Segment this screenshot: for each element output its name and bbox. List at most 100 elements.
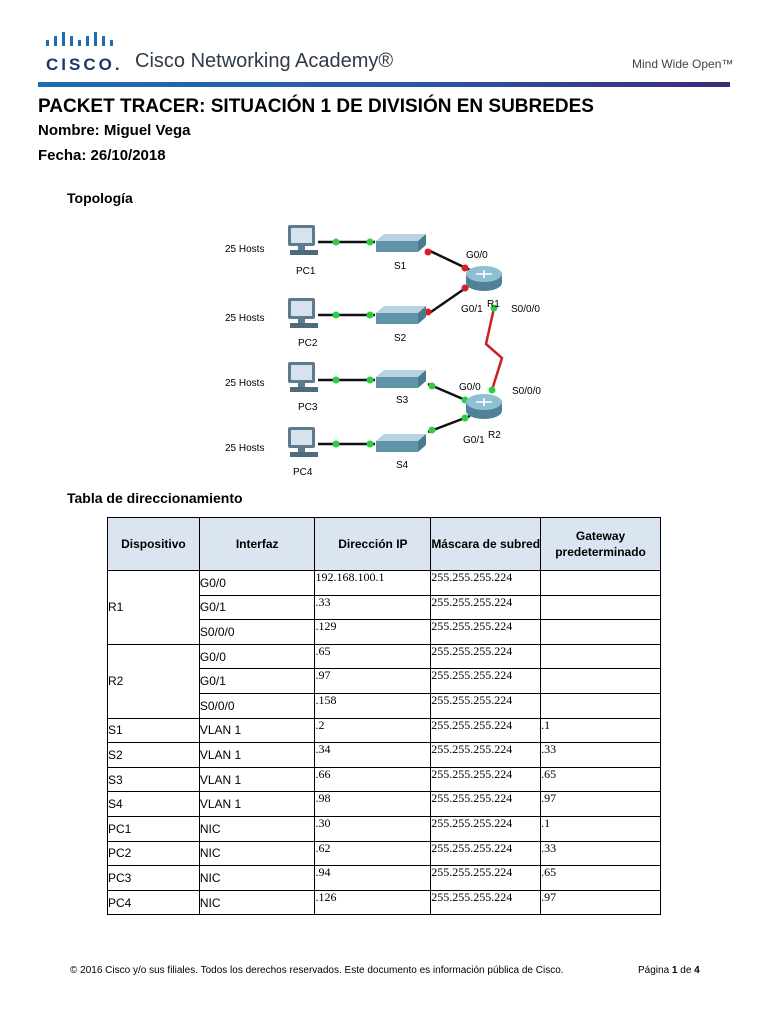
switch-icon <box>376 234 426 252</box>
ip-cell: .65 <box>314 643 432 670</box>
mask-cell: 255.255.255.224 <box>430 840 542 867</box>
gateway-cell <box>540 570 661 596</box>
gateway-cell <box>540 692 661 719</box>
interface-label: G0/0 <box>459 382 481 393</box>
gateway-cell: .33 <box>540 742 661 768</box>
gateway-cell: .1 <box>540 717 661 744</box>
page-current: 1 <box>671 965 678 976</box>
ip-cell: .2 <box>314 717 432 744</box>
link-status-dots <box>332 238 498 448</box>
interface-cell: S0/0/0 <box>198 619 316 645</box>
academy-name: Cisco Networking Academy® <box>135 50 394 72</box>
hosts-label: 25 Hosts <box>225 244 264 255</box>
col-header-mask: Máscara de subred <box>430 517 542 571</box>
gateway-cell <box>540 619 661 645</box>
gateway-cell: .65 <box>540 766 661 793</box>
ip-cell: 192.168.100.1 <box>314 570 432 596</box>
col-header-device: Dispositivo <box>107 517 200 571</box>
name-line: Nombre: Miguel Vega <box>38 122 191 139</box>
gateway-cell: .97 <box>540 791 661 817</box>
ip-cell: .66 <box>314 766 432 793</box>
mask-cell: 255.255.255.224 <box>430 668 542 694</box>
gateway-cell <box>540 643 661 670</box>
interface-cell: NIC <box>198 865 316 891</box>
gateway-cell: .1 <box>540 815 661 842</box>
interface-label: S0/0/0 <box>511 304 540 315</box>
pc-label: PC1 <box>296 266 316 277</box>
device-cell: PC1 <box>107 815 200 842</box>
interface-cell: G0/1 <box>198 594 316 621</box>
interface-label: G0/1 <box>463 435 485 446</box>
interface-cell: VLAN 1 <box>198 717 316 744</box>
switch-icon <box>376 434 426 452</box>
table-header-row: Dispositivo Interfaz Dirección IP Máscar… <box>107 517 661 571</box>
tagline: Mind Wide Open™ <box>632 57 734 71</box>
hosts-label: 25 Hosts <box>225 313 264 324</box>
hosts-label: 25 Hosts <box>225 443 264 454</box>
col-header-ip: Dirección IP <box>314 517 432 571</box>
page-total: 4 <box>694 965 700 976</box>
device-cell: S4 <box>107 791 200 817</box>
mask-cell: 255.255.255.224 <box>430 619 542 645</box>
document-title: PACKET TRACER: SITUACIÓN 1 DE DIVISIÓN E… <box>38 96 594 117</box>
serial-link <box>484 307 504 391</box>
mask-cell: 255.255.255.224 <box>430 766 542 793</box>
interface-cell: S0/0/0 <box>198 692 316 719</box>
pc-icon <box>288 298 318 328</box>
mask-cell: 255.255.255.224 <box>430 742 542 768</box>
ip-cell: .98 <box>314 791 432 817</box>
mask-cell: 255.255.255.224 <box>430 889 542 916</box>
gateway-cell: .97 <box>540 889 661 916</box>
gateway-cell: .65 <box>540 865 661 891</box>
addressing-heading: Tabla de direccionamiento <box>67 490 243 506</box>
interface-cell: G0/0 <box>198 643 316 670</box>
switch-icon <box>376 370 426 388</box>
ip-cell: .158 <box>314 692 432 719</box>
ip-cell: .126 <box>314 889 432 916</box>
pc-label: PC2 <box>298 338 318 349</box>
ip-cell: .30 <box>314 815 432 842</box>
device-cell: R1 <box>107 570 200 645</box>
ip-cell: .62 <box>314 840 432 867</box>
cisco-logo-text: CISCO. <box>46 55 123 74</box>
interface-label: S0/0/0 <box>512 386 541 397</box>
device-cell: S2 <box>107 742 200 768</box>
interface-cell: VLAN 1 <box>198 766 316 793</box>
ip-cell: .33 <box>314 594 432 621</box>
gateway-cell <box>540 668 661 694</box>
footer-copyright: © 2016 Cisco y/o sus filiales. Todos los… <box>70 965 564 976</box>
gateway-cell: .33 <box>540 840 661 867</box>
device-cell: R2 <box>107 643 200 719</box>
pc-label: PC4 <box>293 467 313 478</box>
device-cell: PC2 <box>107 840 200 867</box>
interface-cell: G0/0 <box>198 570 316 596</box>
device-cell: PC3 <box>107 865 200 891</box>
device-cell: S3 <box>107 766 200 793</box>
router-icon <box>465 393 503 420</box>
interface-cell: VLAN 1 <box>198 791 316 817</box>
pc-icon <box>288 225 318 255</box>
col-header-gateway: Gateway predeterminado <box>540 517 661 571</box>
switch-label: S3 <box>396 395 409 406</box>
gateway-cell <box>540 594 661 621</box>
pc-label: PC3 <box>298 402 318 413</box>
hosts-label: 25 Hosts <box>225 378 264 389</box>
mask-cell: 255.255.255.224 <box>430 717 542 744</box>
page-header: CISCO. Cisco Networking Academy® Mind Wi… <box>0 0 768 92</box>
interface-cell: NIC <box>198 889 316 916</box>
col-header-interface: Interfaz <box>198 517 316 571</box>
pc-icon <box>288 427 318 457</box>
switch-label: S1 <box>394 261 407 272</box>
interface-cell: G0/1 <box>198 668 316 694</box>
router-icon <box>465 265 503 292</box>
mask-cell: 255.255.255.224 <box>430 570 542 596</box>
addressing-table: Dispositivo Interfaz Dirección IP Máscar… <box>107 517 661 916</box>
switch-label: S2 <box>394 333 407 344</box>
